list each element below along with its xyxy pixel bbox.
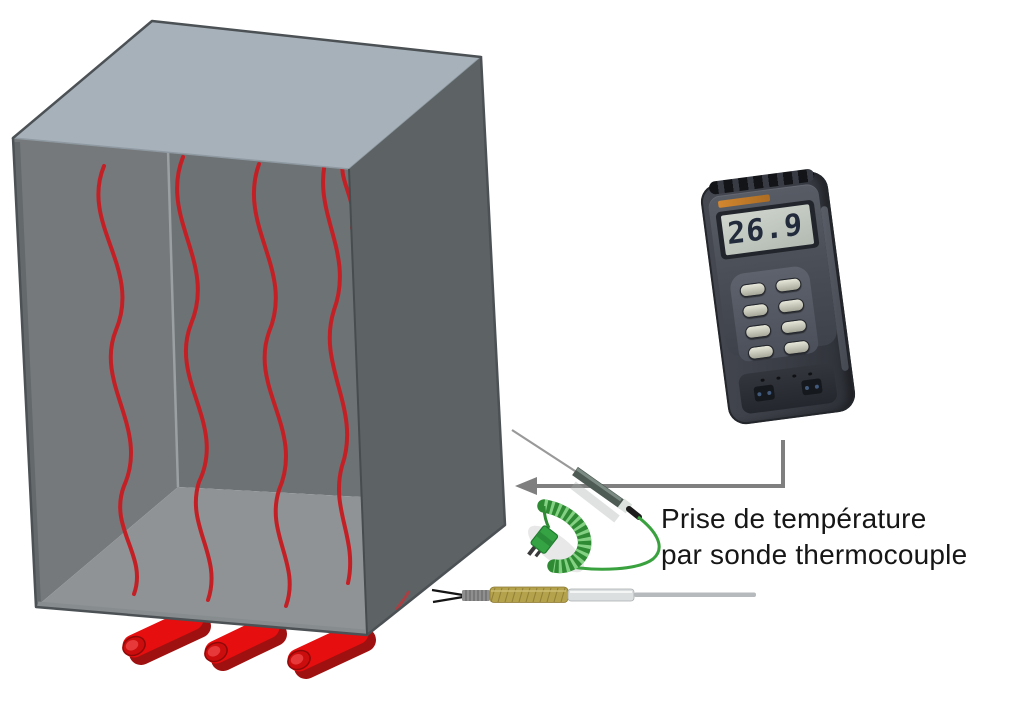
box-front-right-edge [348, 168, 368, 636]
jack-socket [800, 378, 823, 396]
box-interior-right-wall [168, 150, 362, 497]
keypad-button [774, 276, 803, 294]
cable-coil-turns [542, 499, 592, 574]
probe-needle [511, 429, 576, 472]
keypad [728, 264, 820, 363]
box-floor [36, 487, 367, 635]
lcd-display: 26.9 [720, 204, 815, 256]
heat-wave-curve [175, 155, 214, 602]
jack-socket [753, 384, 776, 402]
keypad-button [780, 318, 808, 335]
thermocouple-connector [527, 525, 559, 558]
lcd-reading: 26.9 [726, 207, 804, 253]
box-bottom-rim [37, 601, 366, 635]
heat-wave-curve [321, 150, 353, 585]
keypad-button [741, 302, 770, 319]
keypad-button [777, 297, 805, 314]
burner-nose-highlight [290, 653, 304, 665]
jack-pin [814, 383, 820, 389]
keypad-button [744, 323, 772, 340]
arrow-left-icon [515, 477, 537, 495]
crimp-ribs [465, 590, 487, 601]
probe-crimp-section [462, 590, 490, 601]
box-right-face [349, 57, 505, 635]
burner [122, 607, 211, 665]
connector-stripe [535, 531, 554, 547]
connector-prong [527, 544, 538, 556]
caption: Prise de température par sonde thermocou… [661, 501, 967, 573]
wire-thermocouple-probe [431, 586, 756, 604]
keypad-button [738, 281, 767, 298]
box-opening-left-shadow [14, 141, 41, 605]
leader-line [534, 440, 785, 488]
burner [287, 621, 376, 679]
probe-handle-highlight [576, 467, 622, 502]
keypad-button [747, 344, 775, 361]
box-interior-left-wall [13, 138, 178, 607]
box-outline [11, 19, 507, 637]
heat-wave-dash [394, 590, 411, 611]
heat-wave-curve [252, 162, 292, 608]
caption-line-2: par sonde thermocouple [661, 539, 968, 570]
heat-wave-curve [96, 164, 140, 596]
jack-pin [757, 391, 762, 396]
probe-cable [559, 515, 661, 571]
cable-to-connector [542, 505, 551, 529]
probe-rod [634, 592, 756, 597]
probe-tip [626, 506, 642, 520]
jack-pin [767, 390, 772, 395]
burner-nose-highlight [207, 645, 221, 657]
keypad-button [782, 339, 811, 356]
burner-nose-highlight [125, 639, 139, 651]
lcd-frame: 26.9 [715, 199, 820, 261]
probe-handle [572, 466, 626, 510]
probe-lead-wire [431, 588, 464, 597]
caption-line-1: Prise de température [661, 503, 927, 534]
probe-metal-tube [567, 588, 635, 602]
probe-lead-wire [432, 595, 464, 604]
box-interior-corner-edge [166, 149, 180, 488]
probe-shadow [570, 481, 620, 523]
burner [204, 615, 287, 671]
jack-pin [804, 385, 810, 390]
